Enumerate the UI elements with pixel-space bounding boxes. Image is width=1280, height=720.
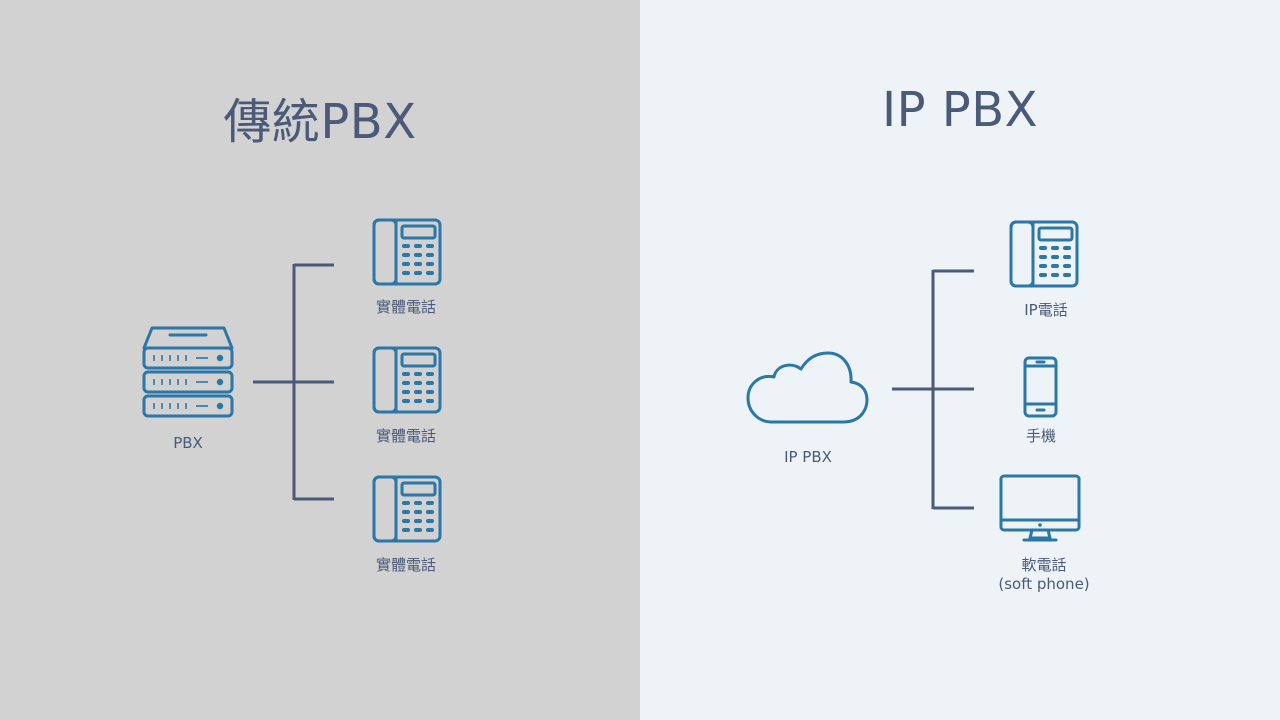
pbx-connector-lines	[253, 263, 334, 501]
pbx-label: PBX	[173, 434, 203, 452]
desk-phone-icon	[1009, 220, 1079, 288]
desk-phone-icon	[372, 218, 442, 286]
traditional-pbx-panel: 傳統PBX	[0, 0, 640, 720]
cloud-ip-pbx-label: IP PBX	[784, 448, 832, 466]
ip-pbx-panel: IP PBX	[640, 0, 1280, 720]
soft-phone-label: 軟電話	[1021, 556, 1067, 574]
desktop-monitor-icon	[999, 474, 1081, 542]
server-rack-icon	[142, 326, 234, 418]
desk-phone-icon	[372, 475, 442, 543]
traditional-pbx-title: 傳統PBX	[223, 94, 417, 150]
physical-phone-label: 實體電話	[375, 556, 436, 574]
traditional-pbx-diagram	[142, 218, 442, 543]
ip-pbx-title: IP PBX	[881, 82, 1039, 138]
ip-phone-label: IP電話	[1024, 301, 1068, 319]
mobile-phone-label: 手機	[1025, 427, 1056, 445]
desk-phone-icon	[372, 346, 442, 414]
ip-connector-lines	[892, 269, 974, 510]
soft-phone-sublabel: (soft phone)	[998, 575, 1090, 593]
ip-pbx-diagram	[746, 220, 1081, 542]
smartphone-icon	[1023, 356, 1058, 418]
physical-phone-label: 實體電話	[375, 427, 436, 445]
cloud-icon	[746, 351, 869, 424]
physical-phone-label: 實體電話	[375, 298, 436, 316]
